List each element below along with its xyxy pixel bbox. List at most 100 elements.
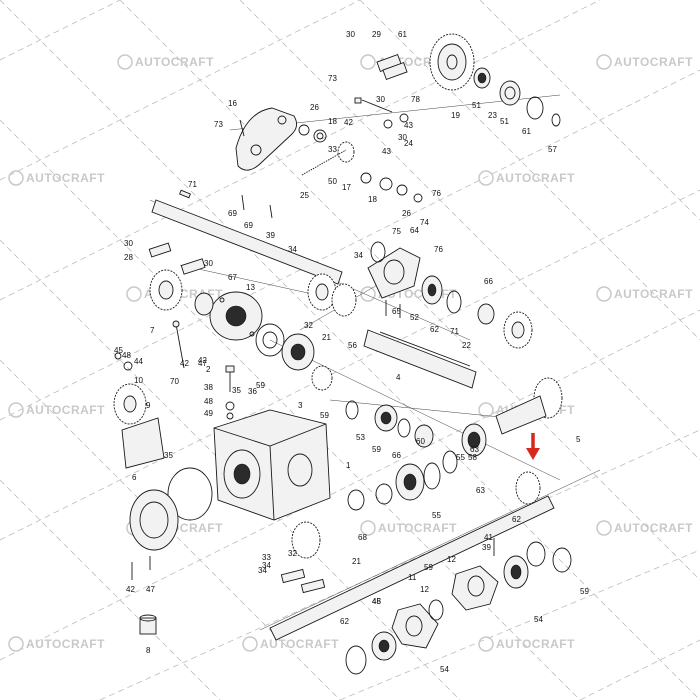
bearing-flange-part [209, 291, 263, 341]
bearing-part [421, 275, 443, 305]
part-number-label: 78 [411, 95, 420, 104]
part-number-label: 30 [398, 133, 407, 142]
bearing-part [374, 404, 398, 432]
part-number-label: 8 [146, 646, 151, 655]
part-number-label: 55 [432, 511, 441, 520]
bolt-part [385, 300, 401, 318]
lower-shaft-assembly [269, 495, 572, 675]
circlip-part [397, 418, 411, 438]
part-number-label: 62 [340, 617, 349, 626]
part-number-label: 70 [170, 377, 179, 386]
bearing-part [499, 80, 521, 106]
part-number-label: 52 [410, 313, 419, 322]
part-number-label: 68 [358, 533, 367, 542]
circlip-part [526, 96, 544, 120]
watermark-logo: AUTOCRAFT [117, 54, 214, 70]
tensioner-arm-part [235, 107, 297, 171]
part-number-label: 67 [228, 273, 237, 282]
part-number-label: 18 [368, 195, 377, 204]
part-number-label: 16 [228, 99, 237, 108]
part-number-label: 28 [124, 253, 133, 262]
part-number-label: 71 [450, 327, 459, 336]
part-number-label: 61 [398, 30, 407, 39]
small-gear-part [337, 141, 355, 163]
svg-text:AUTOCRAFT: AUTOCRAFT [614, 55, 693, 69]
bolt-part [172, 320, 185, 369]
part-number-label: 54 [534, 615, 543, 624]
part-number-label: 51 [472, 101, 481, 110]
part-number-label: 63 [476, 486, 485, 495]
watermark-logo: AUTOCRAFT [360, 286, 457, 302]
spline-shaft-part [363, 329, 477, 389]
part-number-label: 33 [262, 553, 271, 562]
svg-text:AUTOCRAFT: AUTOCRAFT [614, 287, 693, 301]
washer-part [114, 352, 133, 371]
part-number-label: 12 [420, 585, 429, 594]
chain-link-part [376, 53, 408, 81]
bolt-part [131, 556, 151, 580]
part-number-label: 30 [124, 239, 133, 248]
part-number-label: 22 [462, 341, 471, 350]
circlip-part [345, 599, 444, 675]
svg-text:AUTOCRAFT: AUTOCRAFT [614, 521, 693, 535]
part-number-label: 45 [372, 597, 381, 606]
bearing-part [503, 555, 529, 589]
part-number-label: 57 [548, 145, 557, 154]
watermark-logo: AUTOCRAFT [478, 636, 575, 652]
part-number-label: 55 [456, 453, 465, 462]
long-shaft-part [269, 495, 555, 641]
chain-link-part [280, 568, 326, 594]
sprocket-part [149, 269, 183, 311]
part-number-label: 4 [396, 373, 401, 382]
watermark-logo: AUTOCRAFT [596, 54, 693, 70]
part-number-label: 30 [346, 30, 355, 39]
part-number-label: 38 [204, 383, 213, 392]
part-number-label: 35 [232, 386, 241, 395]
washer-part [360, 172, 423, 203]
flange-bearing-part [451, 565, 499, 611]
part-number-label: 73 [328, 74, 337, 83]
part-number-label: 42 [344, 118, 353, 127]
part-number-label: 59 [580, 587, 589, 596]
part-number-label: 43 [382, 147, 391, 156]
circlip-part [551, 113, 561, 127]
upper-shaft-assembly [148, 172, 423, 391]
part-number-label: 36 [248, 387, 257, 396]
part-number-label: 58 [468, 453, 477, 462]
watermark-logo: AUTOCRAFT [360, 520, 457, 536]
part-number-label: 5 [576, 435, 581, 444]
svg-text:AUTOCRAFT: AUTOCRAFT [26, 171, 105, 185]
watermark-logo: AUTOCRAFT [8, 170, 105, 186]
part-number-label: 59 [424, 563, 433, 572]
part-number-label: 71 [188, 180, 197, 189]
part-number-label: 32 [304, 321, 313, 330]
part-number-label: 39 [266, 231, 275, 240]
part-number-label: 62 [512, 515, 521, 524]
part-number-label: 51 [500, 117, 509, 126]
right-bearing-assembly [363, 241, 533, 389]
flange-bearing-part [391, 603, 439, 649]
part-number-label: 41 [484, 533, 493, 542]
svg-text:AUTOCRAFT: AUTOCRAFT [496, 637, 575, 651]
part-number-label: 34 [354, 251, 363, 260]
bolt-part [225, 365, 235, 392]
watermark-logo: AUTOCRAFT [8, 636, 105, 652]
watermark-logo: AUTOCRAFT [596, 520, 693, 536]
circlip-part [345, 400, 359, 420]
part-number-label: 74 [420, 218, 429, 227]
bearing-cap-part [129, 489, 179, 551]
plate-part [121, 417, 165, 469]
bearing-housing-part [367, 247, 421, 299]
svg-text:AUTOCRAFT: AUTOCRAFT [260, 637, 339, 651]
threaded-rod-part [301, 149, 347, 176]
part-number-label: 9 [146, 401, 151, 410]
part-number-label: 47 [146, 585, 155, 594]
part-number-label: 76 [434, 245, 443, 254]
bearing-part [461, 423, 487, 457]
watermark-logo: AUTOCRAFT [242, 636, 339, 652]
part-number-label: 54 [440, 665, 449, 674]
part-number-label: 24 [404, 139, 413, 148]
circlip-part [423, 450, 458, 490]
part-number-label: 49 [204, 409, 213, 418]
part-number-label: 34 [258, 566, 267, 575]
